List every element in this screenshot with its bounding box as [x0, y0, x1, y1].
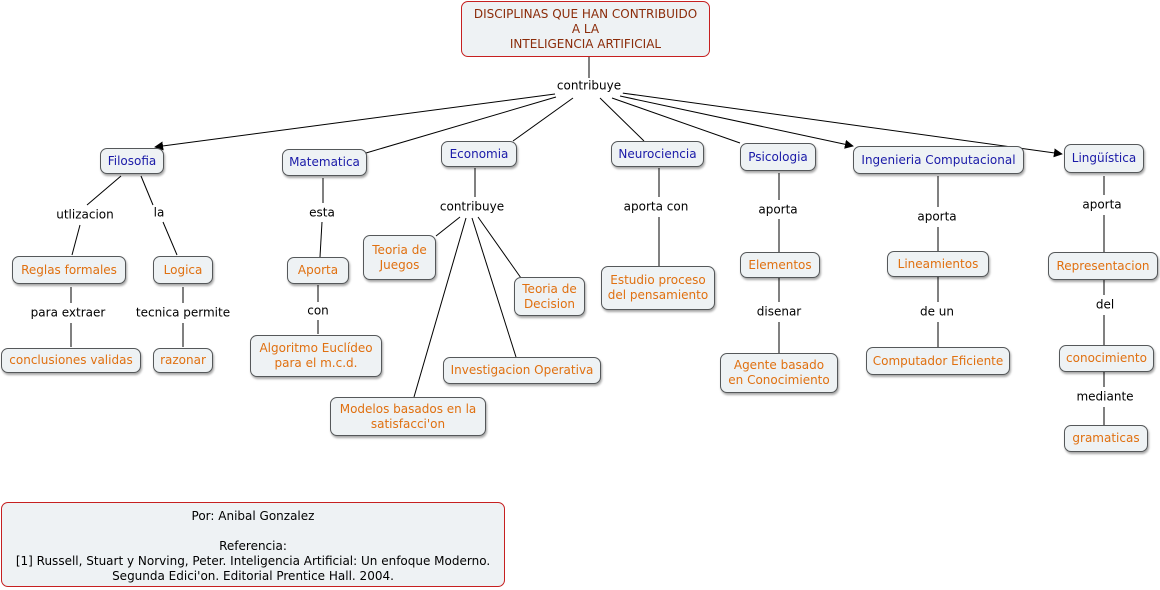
- node-conclusiones-validas: conclusiones validas: [1, 348, 141, 373]
- link-label-para-extraer: para extraer: [28, 305, 108, 321]
- link-label-esta: esta: [307, 205, 337, 221]
- reference-author: Por: Anibal Gonzalez: [191, 509, 315, 523]
- link-label-del: del: [1093, 297, 1117, 313]
- category-filosofia: Filosofia: [100, 148, 164, 174]
- node-razonar: razonar: [153, 348, 213, 373]
- link-label-de-un: de un: [917, 304, 957, 320]
- link-label-economia-contribuye: contribuye: [437, 199, 507, 215]
- category-psicologia: Psicologia: [740, 143, 816, 171]
- node-estudio-proceso: Estudio proceso del pensamiento: [601, 266, 715, 310]
- link-label-utlizacion: utlizacion: [54, 207, 116, 223]
- reference-line-2: Segunda Edici'on. Editorial Prentice Hal…: [112, 569, 394, 583]
- category-economia: Economia: [441, 141, 517, 167]
- reference-line-1: [1] Russell, Stuart y Norving, Peter. In…: [15, 554, 491, 568]
- link-label-con: con: [305, 303, 331, 319]
- link-label-disenar: disenar: [754, 304, 804, 320]
- category-matematica: Matematica: [282, 149, 367, 176]
- link-label-ingenieria-aporta: aporta: [915, 209, 959, 225]
- link-label-linguistica-aporta: aporta: [1080, 197, 1124, 213]
- reference-box: Por: Anibal Gonzalez Referencia: [1] Rus…: [1, 502, 505, 587]
- link-label-tecnica-permite: tecnica permite: [133, 305, 233, 321]
- link-label-mediante: mediante: [1074, 389, 1136, 405]
- node-representacion: Representacion: [1048, 252, 1158, 280]
- reference-title: Referencia:: [219, 539, 287, 553]
- node-modelos-basados: Modelos basados en la satisfacci'on: [330, 397, 486, 436]
- root-node: DISCIPLINAS QUE HAN CONTRIBUIDO A LA INT…: [461, 1, 710, 57]
- link-label-la: la: [151, 205, 167, 221]
- category-ingenieria: Ingenieria Computacional: [853, 146, 1024, 174]
- node-agente-basado: Agente basado en Conocimiento: [720, 353, 838, 393]
- node-aporta: Aporta: [287, 257, 349, 284]
- root-link-label: contribuye: [554, 78, 624, 94]
- node-logica: Logica: [153, 256, 213, 284]
- category-linguistica: Lingüística: [1064, 144, 1144, 173]
- node-teoria-de-juegos: Teoria de Juegos: [363, 235, 436, 280]
- node-algoritmo-euclideo: Algoritmo Euclídeo para el m.c.d.: [250, 335, 382, 377]
- link-label-psicologia-aporta: aporta: [756, 202, 800, 218]
- node-elementos: Elementos: [740, 252, 820, 278]
- category-neurociencia: Neurociencia: [611, 141, 704, 167]
- node-gramaticas: gramaticas: [1064, 425, 1148, 452]
- node-conocimiento: conocimiento: [1059, 345, 1154, 372]
- node-lineamientos: Lineamientos: [887, 251, 989, 277]
- node-investigacion-operativa: Investigacion Operativa: [443, 357, 601, 384]
- link-label-aporta-con: aporta con: [621, 199, 691, 215]
- node-reglas-formales: Reglas formales: [12, 256, 126, 284]
- node-teoria-de-decision: Teoria de Decision: [514, 277, 585, 316]
- node-computador-eficiente: Computador Eficiente: [866, 347, 1010, 375]
